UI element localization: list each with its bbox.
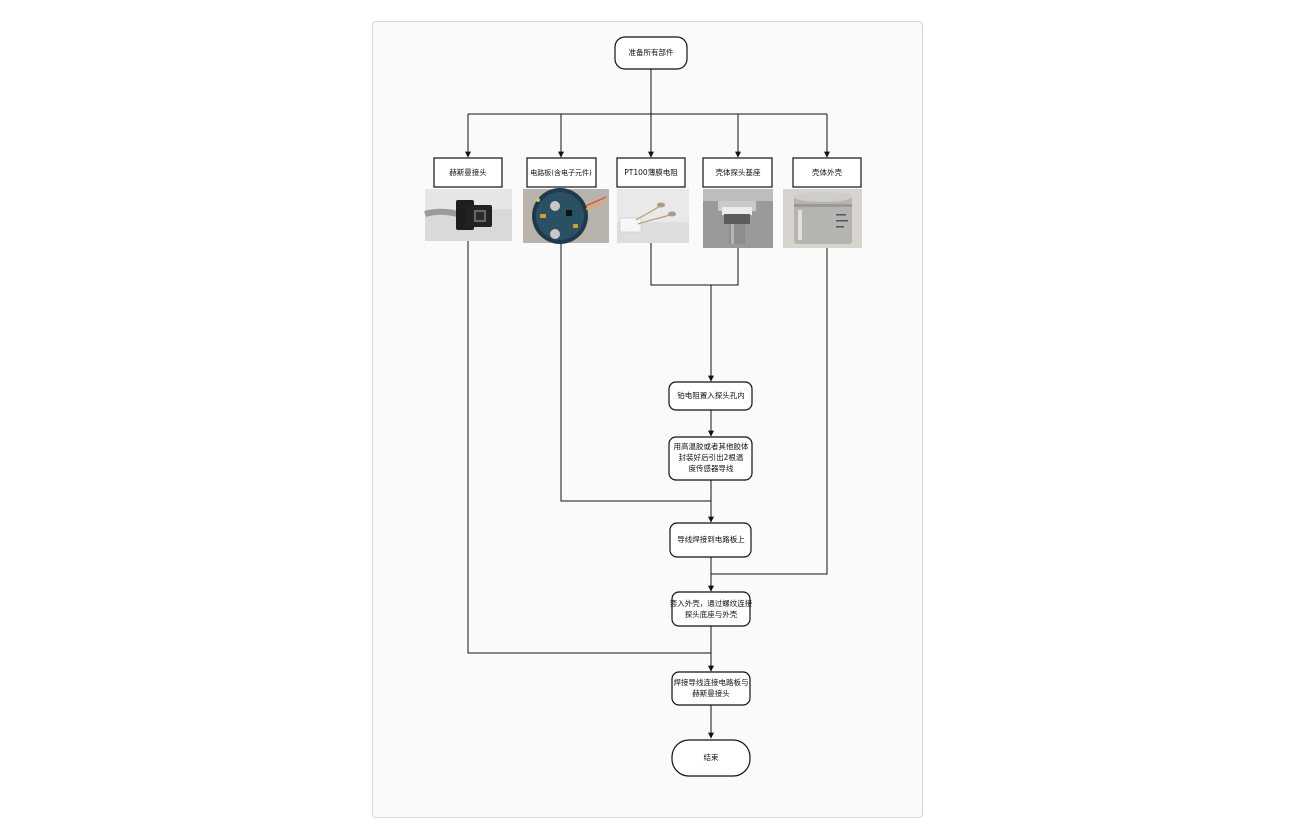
step-label-2-line-2: 封装好后引出2根温 [679,452,744,462]
step-label-4-line-1: 套入外壳，通过螺纹连接 [670,598,753,608]
connector-connector-to-step-5 [467,241,711,654]
step-label-2-line-3: 度传感器导线 [689,463,734,473]
part-node-3: PT100薄膜电阻 [616,157,686,188]
part-label-3: PT100薄膜电阻 [624,167,678,177]
hirschmann-connector-photo [424,189,512,241]
step-label-5-line-1: 焊接导线连接电路板与 [674,677,749,687]
step-node-4: 套入外壳，通过螺纹连接 探头底座与外壳 [670,591,753,627]
connector-lines [465,69,830,739]
start-node-label: 准备所有部件 [629,47,674,57]
part-node-2: 电路板(含电子元件) [526,157,597,188]
end-node: 结束 [671,739,751,777]
part-label-2: 电路板(含电子元件) [530,168,592,177]
circuit-board-photo [523,188,609,244]
step-node-2: 用高温胶或者其他胶体 封装好后引出2根温 度传感器导线 [668,436,753,481]
step-label-3: 导线焊接到电路板上 [677,534,745,544]
part-label-4: 壳体探头基座 [716,167,761,177]
part-node-1: 赫斯曼接头 [433,157,503,188]
start-node: 准备所有部件 [614,36,688,70]
housing-shell-photo [783,189,862,248]
step-node-3: 导线焊接到电路板上 [669,522,752,558]
pt100-resistor-photo [617,189,689,243]
connector-pt100-base-merge [650,243,739,286]
step-node-1: 铂电阻置入探头孔内 [668,381,753,411]
part-label-1: 赫斯曼接头 [449,167,487,177]
part-node-5: 壳体外壳 [792,157,862,188]
step-label-1: 铂电阻置入探头孔内 [677,390,745,400]
part-node-4: 壳体探头基座 [702,157,773,188]
end-node-label: 结束 [704,752,719,762]
step-label-2-line-1: 用高温胶或者其他胶体 [674,441,749,451]
step-label-4-line-2: 探头底座与外壳 [685,609,738,619]
part-label-5: 壳体外壳 [812,167,842,177]
diagram-canvas [372,21,923,818]
connector-board-to-step-3 [560,243,711,502]
step-node-5: 焊接导线连接电路板与 赫斯曼接头 [671,671,751,706]
connector-shell-to-step-4 [711,248,828,575]
probe-base-photo [703,189,773,248]
step-label-5-line-2: 赫斯曼接头 [692,688,730,698]
